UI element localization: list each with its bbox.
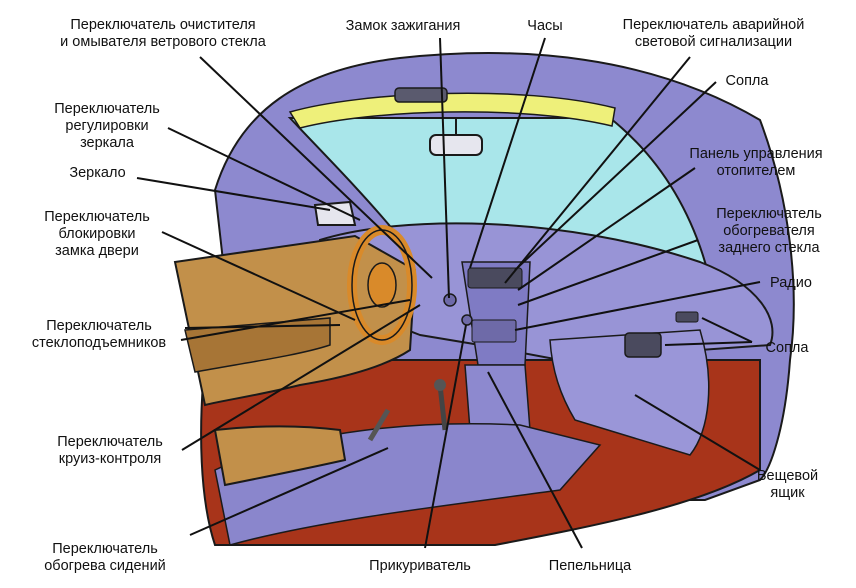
right-vent (624, 332, 662, 358)
radio-unit (471, 319, 517, 343)
label-hazard-switch-line1: Переключатель аварийной (622, 17, 805, 33)
label-cruise-switch-line1: Переключатель (57, 434, 163, 450)
label-door-lock-switch: Переключатель блокировки замка двери (22, 209, 172, 260)
label-wiper-switch-line1: Переключатель очистителя (70, 17, 256, 33)
label-mirror: Зеркало (55, 165, 140, 182)
label-wiper-switch-line2: и омывателя ветрового стекла (60, 34, 266, 50)
label-vents-right: Сопла (752, 340, 822, 357)
leader-lines (136, 37, 761, 549)
label-glovebox-line1: Вещевой (756, 468, 819, 484)
center-vents (467, 267, 523, 289)
lighter (461, 314, 473, 326)
label-ashtray-line1: Пепельница (548, 558, 632, 574)
label-hazard-switch: Переключатель аварийной световой сигнали… (596, 17, 831, 51)
label-seat-heater-switch-line1: Переключатель (52, 541, 158, 557)
label-wiper-switch: Переключатель очистителя и омывателя вет… (32, 17, 294, 51)
label-rear-defrost-switch-line1: Переключатель (716, 206, 822, 222)
label-ashtray: Пепельница (530, 558, 650, 575)
label-radio: Радио (756, 275, 826, 292)
label-clock-line1: Часы (527, 18, 563, 34)
label-rear-defrost-switch-line3: заднего стекла (718, 240, 820, 256)
label-window-switch-line2: стеклоподъемников (31, 335, 167, 351)
sun-visor (288, 92, 616, 129)
label-mirror-switch-line3: зеркала (80, 135, 134, 151)
label-cigarette-lighter: Прикуриватель (330, 558, 510, 575)
label-door-lock-switch-line2: блокировки (58, 226, 136, 242)
label-rear-defrost-switch-line2: обогревателя (723, 223, 815, 239)
label-door-lock-switch-line1: Переключатель (44, 209, 150, 225)
parking-brake (367, 408, 391, 442)
label-ignition-lock: Замок зажигания (328, 18, 478, 35)
rear-view-mirror (429, 134, 483, 156)
label-mirror-switch: Переключатель регулировки зеркала (32, 101, 182, 152)
label-hazard-switch-line2: световой сигнализации (634, 34, 793, 50)
side-vent (675, 311, 699, 323)
label-mirror-switch-line1: Переключатель (54, 101, 160, 117)
label-heater-panel-line1: Панель управления (689, 146, 823, 162)
label-vents-right-line1: Сопла (765, 340, 809, 356)
glovebox (549, 329, 710, 456)
label-mirror-switch-line2: регулировки (65, 118, 149, 134)
label-cigarette-lighter-line1: Прикуриватель (369, 558, 471, 574)
label-radio-line1: Радио (770, 275, 812, 291)
door-armrest (184, 317, 331, 373)
roof-vent (394, 87, 448, 103)
label-vents-top-line1: Сопла (725, 73, 769, 89)
label-ignition-lock-line1: Замок зажигания (345, 18, 461, 34)
side-mirror (313, 200, 357, 226)
label-rear-defrost-switch: Переключатель обогревателя заднего стекл… (694, 206, 844, 257)
ignition (443, 293, 457, 307)
seat (213, 425, 347, 487)
label-heater-panel-line2: отопителем (716, 163, 796, 179)
label-cruise-switch-line2: круиз-контроля (58, 451, 162, 467)
label-glovebox-line2: ящик (770, 485, 805, 501)
label-glovebox: Вещевой ящик (740, 468, 835, 502)
label-window-switch-line1: Переключатель (46, 318, 152, 334)
label-seat-heater-switch-line2: обогрева сидений (44, 558, 166, 574)
label-door-lock-switch-line3: замка двери (55, 243, 139, 259)
center-console (464, 364, 531, 431)
label-clock: Часы (510, 18, 580, 35)
label-window-switch: Переключатель стеклоподъемников (10, 318, 188, 352)
label-cruise-switch: Переключатель круиз-контроля (35, 434, 185, 468)
label-mirror-line1: Зеркало (69, 165, 126, 181)
label-seat-heater-switch: Переключатель обогрева сидений (20, 541, 190, 575)
label-heater-panel: Панель управления отопителем (666, 146, 846, 180)
gear-lever (437, 384, 448, 431)
label-vents-top: Сопла (712, 73, 782, 90)
